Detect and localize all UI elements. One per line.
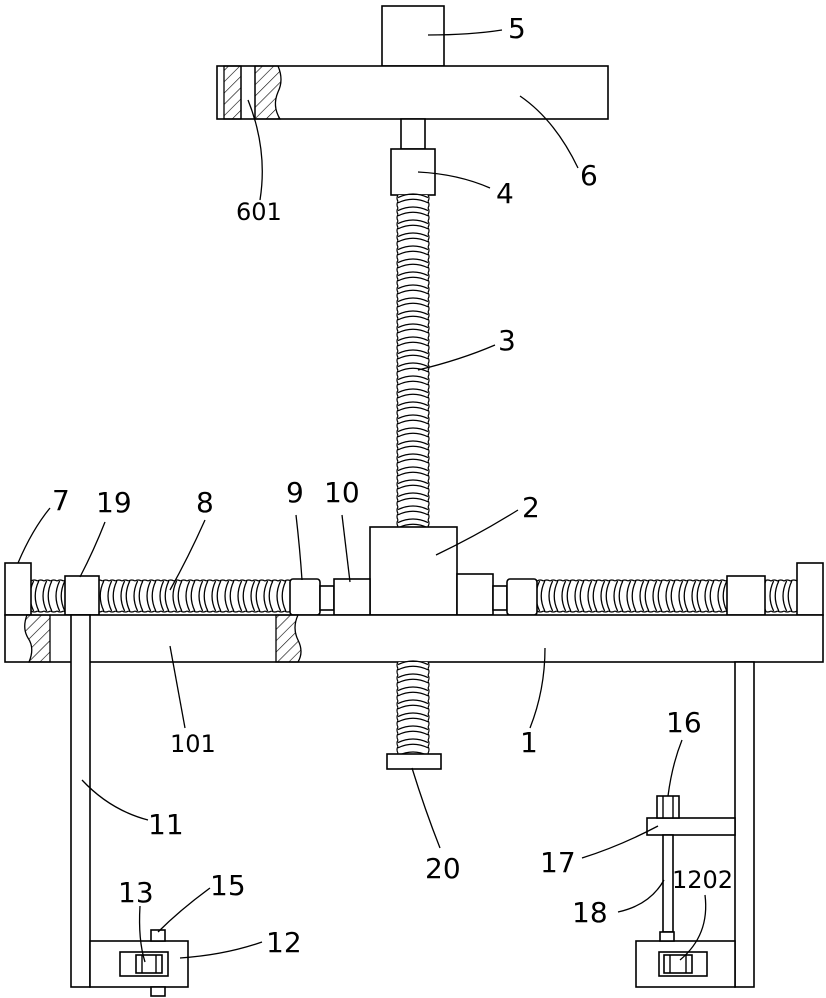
leader-12 xyxy=(180,942,262,958)
right-coupling-stub xyxy=(493,586,507,610)
left-slider xyxy=(65,576,99,615)
label-13: 13 xyxy=(118,876,154,909)
label-17: 17 xyxy=(540,846,576,879)
right-leg xyxy=(735,662,754,987)
left-nut xyxy=(290,579,320,615)
right-end-post xyxy=(797,563,823,615)
left-end-post xyxy=(5,563,31,615)
leader-18 xyxy=(618,880,664,912)
left-leg xyxy=(71,615,90,987)
left-coupling-stub xyxy=(320,586,334,610)
right-coupling xyxy=(457,574,493,615)
right-clamp-jaw xyxy=(664,955,692,973)
label-11: 11 xyxy=(148,808,184,841)
label-4: 4 xyxy=(496,177,514,210)
label-5: 5 xyxy=(508,12,526,45)
label-2: 2 xyxy=(522,491,540,524)
right-slider xyxy=(727,576,765,615)
lower-screw xyxy=(397,661,429,761)
vertical-screw xyxy=(397,194,429,533)
label-601: 601 xyxy=(236,198,282,226)
leader-9 xyxy=(296,515,302,580)
upper-shaft xyxy=(401,119,425,149)
central-block xyxy=(370,527,457,615)
label-12: 12 xyxy=(266,926,302,959)
leader-11 xyxy=(82,780,148,820)
leader-8 xyxy=(170,520,205,590)
right-clamp-pin-top xyxy=(660,932,674,941)
label-9: 9 xyxy=(286,476,304,509)
coupling-nut xyxy=(391,149,435,195)
leader-16 xyxy=(668,740,682,796)
left-clamp-pin-bottom xyxy=(151,987,165,996)
leader-3 xyxy=(418,345,495,370)
leader-15 xyxy=(158,888,210,932)
label-6: 6 xyxy=(580,159,598,192)
left-coupling xyxy=(334,579,370,615)
label-19: 19 xyxy=(96,486,132,519)
label-20: 20 xyxy=(425,852,461,885)
label-1: 1 xyxy=(520,726,538,759)
right-bracket-arm xyxy=(647,818,735,835)
label-10: 10 xyxy=(324,476,360,509)
label-3: 3 xyxy=(498,324,516,357)
leader-20 xyxy=(412,768,440,848)
right-nut xyxy=(507,579,537,615)
leader-10 xyxy=(342,515,350,582)
label-7: 7 xyxy=(52,484,70,517)
base-beam xyxy=(5,615,823,662)
label-101: 101 xyxy=(170,730,216,758)
label-16: 16 xyxy=(666,706,702,739)
top-post xyxy=(382,6,444,66)
label-15: 15 xyxy=(210,869,246,902)
screw-end-cap xyxy=(387,754,441,769)
label-18: 18 xyxy=(572,896,608,929)
leader-19 xyxy=(80,522,105,577)
right-bracket-knob xyxy=(657,796,679,818)
label-8: 8 xyxy=(196,486,214,519)
left-clamp-jaw xyxy=(136,955,162,973)
leader-7 xyxy=(18,508,50,563)
label-1202: 1202 xyxy=(672,866,733,894)
